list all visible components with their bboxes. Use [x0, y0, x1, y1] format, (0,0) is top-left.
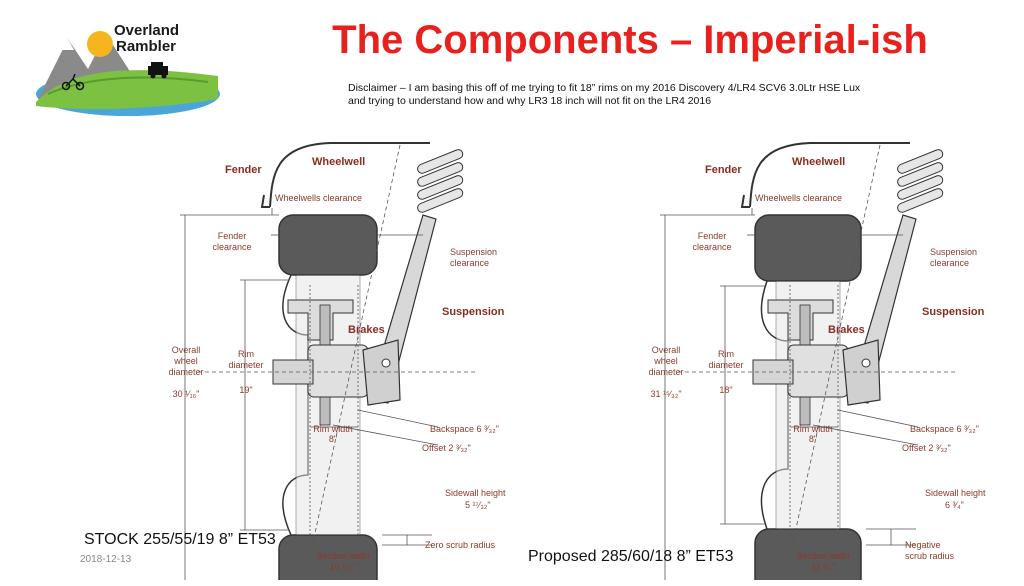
value-sidewall-height: 5 ¹⁷⁄₃₂" [465, 500, 491, 510]
label-brakes: Brakes [828, 324, 865, 336]
value-section-width: 11 ¹⁄₄" [811, 562, 834, 572]
spring-coil [417, 188, 464, 213]
knuckle-bolt [381, 358, 391, 368]
label-wheelwells-clearance: Wheelwells clearance [275, 193, 362, 203]
value-section-width: 10 ¹⁄₁₆" [330, 562, 357, 572]
label-overall-3: diameter [168, 367, 203, 377]
label-overall-2: wheel [173, 356, 198, 366]
label-backspace: Backspace 6 ³⁄₃₂" [430, 424, 499, 434]
date-stamp: 2018-12-13 [80, 554, 132, 565]
spring-coil [897, 149, 944, 174]
label-wheelwell: Wheelwell [312, 156, 365, 168]
label-wheelwell: Wheelwell [792, 156, 845, 168]
disclaimer-line-1: Disclaimer – I am basing this off of me … [348, 82, 861, 94]
value-rim-width: 8" [809, 434, 817, 444]
label-wheelwells-clearance: Wheelwells clearance [755, 193, 842, 203]
value-sidewall-height: 6 ³⁄₄" [945, 500, 964, 510]
label-scrub-radius-1: Negative [905, 540, 941, 550]
steering-axis-line [787, 144, 881, 566]
label-overall-1: Overall [172, 345, 201, 355]
label-rim-2: diameter [708, 360, 743, 370]
logo-hills [36, 70, 218, 110]
steering-axis-line [307, 144, 401, 566]
label-offset: Offset 2 ³⁄₃₂" [422, 443, 471, 453]
wheel-hub [307, 344, 369, 398]
spring-coil [417, 149, 464, 174]
label-offset: Offset 2 ³⁄₃₂" [902, 443, 951, 453]
knuckle-bolt [861, 358, 871, 368]
spring-coil [897, 188, 944, 213]
label-section-width: Section width [316, 551, 370, 561]
label-overall-1: Overall [652, 345, 681, 355]
overland-rambler-logo: Overland Rambler [28, 14, 228, 124]
tire-top [754, 214, 862, 282]
offset-leader [332, 424, 439, 446]
logo-truck-icon [148, 62, 168, 79]
backspace-leader [357, 409, 439, 428]
label-rim-1: Rim [238, 349, 254, 359]
caption-stock: STOCK 255/55/19 8” ET53 [84, 531, 276, 548]
fender-outline [749, 142, 910, 208]
label-rim-1: Rim [718, 349, 734, 359]
logo-text-overland: Overland [114, 22, 180, 39]
label-suspension-clearance-2: clearance [930, 258, 969, 268]
label-suspension-clearance-1: Suspension [450, 247, 497, 257]
label-suspension: Suspension [442, 306, 505, 318]
fender-lip [740, 194, 750, 208]
wheel-hub [787, 344, 849, 398]
fender-outline [269, 142, 430, 208]
logo-motorbike-icon [61, 73, 85, 91]
value-overall-diameter: 31 ¹⁵⁄₃₂" [650, 389, 681, 399]
tire-top [278, 214, 378, 276]
disclaimer-line-2: and trying to understand how and why LR3… [348, 95, 712, 107]
label-scrub-radius-1: Zero scrub radius [425, 540, 496, 550]
spring-coil [417, 175, 464, 200]
label-sidewall-height: Sidewall height [925, 488, 986, 498]
label-rim-2: diameter [228, 360, 263, 370]
value-rim-diameter: 18" [719, 385, 732, 395]
logo-sun [87, 31, 113, 57]
label-backspace: Backspace 6 ³⁄₃₂" [910, 424, 979, 434]
knuckle [842, 339, 881, 406]
fender-lip [260, 194, 270, 208]
label-fender: Fender [225, 164, 262, 176]
label-scrub-radius-2: scrub radius [905, 551, 955, 561]
label-rim-width: Rim width [793, 424, 833, 434]
label-fender-clearance-1: Fender [698, 231, 727, 241]
backspace-leader [837, 409, 919, 428]
logo-graphic [36, 31, 220, 116]
label-fender-clearance-2: clearance [212, 242, 251, 252]
label-fender-clearance-2: clearance [692, 242, 731, 252]
value-rim-width: 8" [329, 434, 337, 444]
label-suspension: Suspension [922, 306, 985, 318]
spring-coil [417, 162, 464, 187]
logo-text-rambler: Rambler [116, 38, 177, 55]
caption-proposed: Proposed 285/60/18 8” ET53 [528, 548, 734, 565]
label-rim-width: Rim width [313, 424, 353, 434]
label-fender-clearance-1: Fender [218, 231, 247, 241]
label-suspension-clearance-2: clearance [450, 258, 489, 268]
disclaimer: Disclaimer – I am basing this off of me … [348, 82, 908, 108]
spring-coil [897, 175, 944, 200]
label-suspension-clearance-1: Suspension [930, 247, 977, 257]
spring-coil [897, 162, 944, 187]
logo-snowcap [62, 39, 74, 50]
slide-title: The Components – Imperial-ish [332, 18, 928, 62]
label-section-width: Section width [796, 551, 850, 561]
label-sidewall-height: Sidewall height [445, 488, 506, 498]
label-brakes: Brakes [348, 324, 385, 336]
label-overall-3: diameter [648, 367, 683, 377]
offset-leader [812, 424, 919, 446]
value-overall-diameter: 30 ¹⁄₁₆" [173, 389, 200, 399]
value-rim-diameter: 19" [239, 385, 252, 395]
knuckle [362, 339, 401, 406]
label-overall-2: wheel [653, 356, 678, 366]
label-fender: Fender [705, 164, 742, 176]
